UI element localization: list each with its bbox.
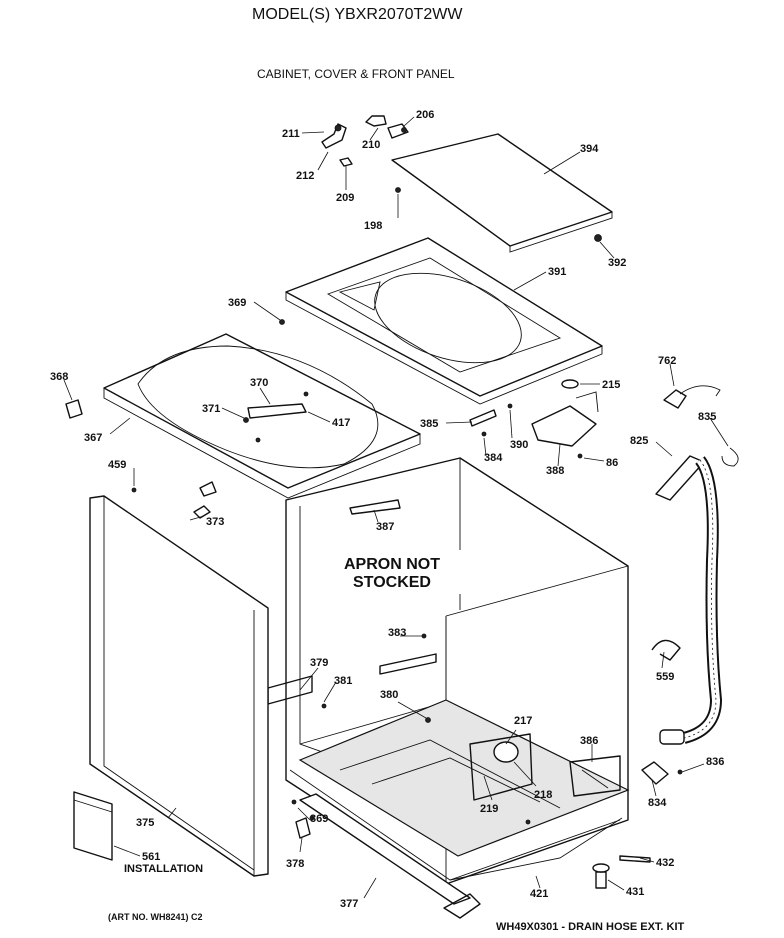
callout-369-top: 369 (228, 297, 246, 309)
callout-217: 217 (514, 715, 532, 727)
callout-215: 215 (602, 379, 620, 391)
callout-391: 391 (548, 266, 566, 278)
callout-381: 381 (334, 675, 352, 687)
section-title: CABINET, COVER & FRONT PANEL (257, 67, 455, 81)
apron-stamp-line2: STOCKED (353, 574, 431, 591)
callout-762: 762 (658, 355, 676, 367)
callout-219: 219 (480, 803, 498, 815)
callout-368: 368 (50, 371, 68, 383)
callout-labels: 211 210 206 212 209 198 394 392 391 369 … (50, 109, 724, 910)
callout-561: 561 (142, 851, 160, 863)
callout-385: 385 (420, 418, 438, 430)
right-parts (469, 379, 739, 467)
callout-421: 421 (530, 888, 548, 900)
apron-stamp-box (322, 550, 462, 594)
drain-hose-kit-note: WH49X0301 - DRAIN HOSE EXT. KIT (496, 921, 685, 933)
callout-384: 384 (484, 452, 503, 464)
callout-371: 371 (202, 403, 220, 415)
apron-stamp-line1: APRON NOT (344, 556, 440, 573)
callout-417: 417 (332, 417, 350, 429)
callout-383: 383 (388, 627, 406, 639)
callout-210: 210 (362, 139, 380, 151)
callout-211: 211 (282, 128, 300, 140)
callout-375: 375 (136, 817, 154, 829)
callout-836: 836 (706, 756, 724, 768)
callout-212: 212 (296, 170, 314, 182)
clip-368 (65, 399, 83, 419)
callout-378: 378 (286, 858, 304, 870)
installation-envelope-561 (73, 791, 113, 861)
callout-392: 392 (608, 257, 626, 269)
callout-209: 209 (336, 192, 354, 204)
model-title: MODEL(S) YBXR2070T2WW (252, 6, 463, 23)
callout-459: 459 (108, 459, 126, 471)
callout-394: 394 (580, 143, 599, 155)
misc-lower-right-parts (449, 639, 683, 889)
callout-380: 380 (380, 689, 398, 701)
hinge-parts (321, 115, 409, 193)
lid-394 (391, 133, 613, 253)
callout-432: 432 (656, 857, 674, 869)
callout-198: 198 (364, 220, 382, 232)
callout-218: 218 (534, 789, 552, 801)
callout-369-bottom: 369 (310, 813, 328, 825)
callout-825: 825 (630, 435, 648, 447)
drain-hose-825 (655, 455, 723, 745)
callout-206: 206 (416, 109, 434, 121)
callout-386: 386 (580, 735, 598, 747)
art-number: (ART NO. WH8241) C2 (108, 912, 203, 922)
callout-387: 387 (376, 521, 394, 533)
callout-388: 388 (546, 465, 564, 477)
base-parts (291, 793, 481, 919)
front-panel-375 (89, 487, 269, 877)
frame-367 (103, 319, 421, 499)
callout-835: 835 (698, 411, 716, 423)
callout-559: 559 (656, 671, 674, 683)
callout-373: 373 (206, 516, 224, 528)
callout-377: 377 (340, 898, 358, 910)
top-cover-391 (285, 237, 603, 405)
leader-lines (63, 116, 729, 899)
callout-370: 370 (250, 377, 268, 389)
callout-390: 390 (510, 439, 528, 451)
installation-label: INSTALLATION (124, 863, 203, 875)
callout-86: 86 (606, 457, 618, 469)
callout-379: 379 (310, 657, 328, 669)
callout-834: 834 (648, 797, 667, 809)
callout-431: 431 (626, 886, 644, 898)
callout-367: 367 (84, 432, 102, 444)
